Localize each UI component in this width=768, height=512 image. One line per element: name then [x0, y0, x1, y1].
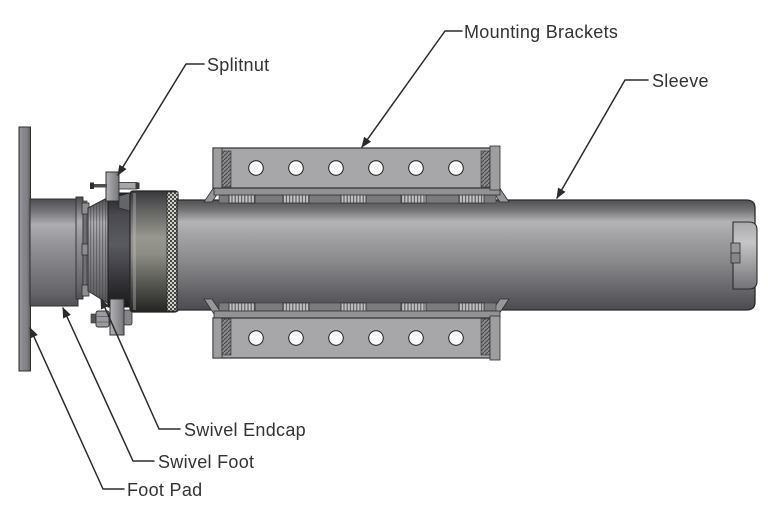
leader-sleeve [556, 79, 649, 199]
sleeve-end-clip [730, 242, 741, 254]
label-mounting-brackets: Mounting Brackets [464, 22, 618, 42]
splitnut-pin-left-head [90, 182, 94, 189]
label-sleeve: Sleeve [652, 71, 709, 91]
splitnut-pin-right [118, 182, 138, 190]
splitnut-pin-right-tip [135, 182, 140, 189]
splitnut-pin-left [94, 184, 107, 188]
endcap-ring-part [129, 190, 179, 313]
leader-mounting-brackets [361, 30, 463, 148]
leader-swivel-foot [62, 307, 155, 462]
bracket-holes-top [248, 160, 464, 176]
splitnut-hex-nut [95, 310, 110, 328]
label-swivel-foot: Swivel Foot [158, 452, 254, 472]
leader-foot-pad [29, 327, 125, 490]
foot-pad-part [18, 126, 31, 372]
mounting-bracket-top [203, 145, 510, 204]
swivel-foot-part [29, 196, 90, 307]
leader-splitnut [117, 63, 205, 176]
label-swivel-endcap: Swivel Endcap [184, 420, 306, 440]
mounting-bracket-bottom [203, 298, 510, 361]
leader-swivel-endcap [100, 298, 181, 430]
label-splitnut: Splitnut [207, 55, 269, 75]
sleeve-part [176, 199, 758, 311]
swivel-taper-part [87, 196, 110, 305]
sleeve-end-inset [732, 221, 758, 290]
label-foot-pad: Foot Pad [127, 480, 202, 500]
bracket-holes-bottom [248, 330, 464, 346]
